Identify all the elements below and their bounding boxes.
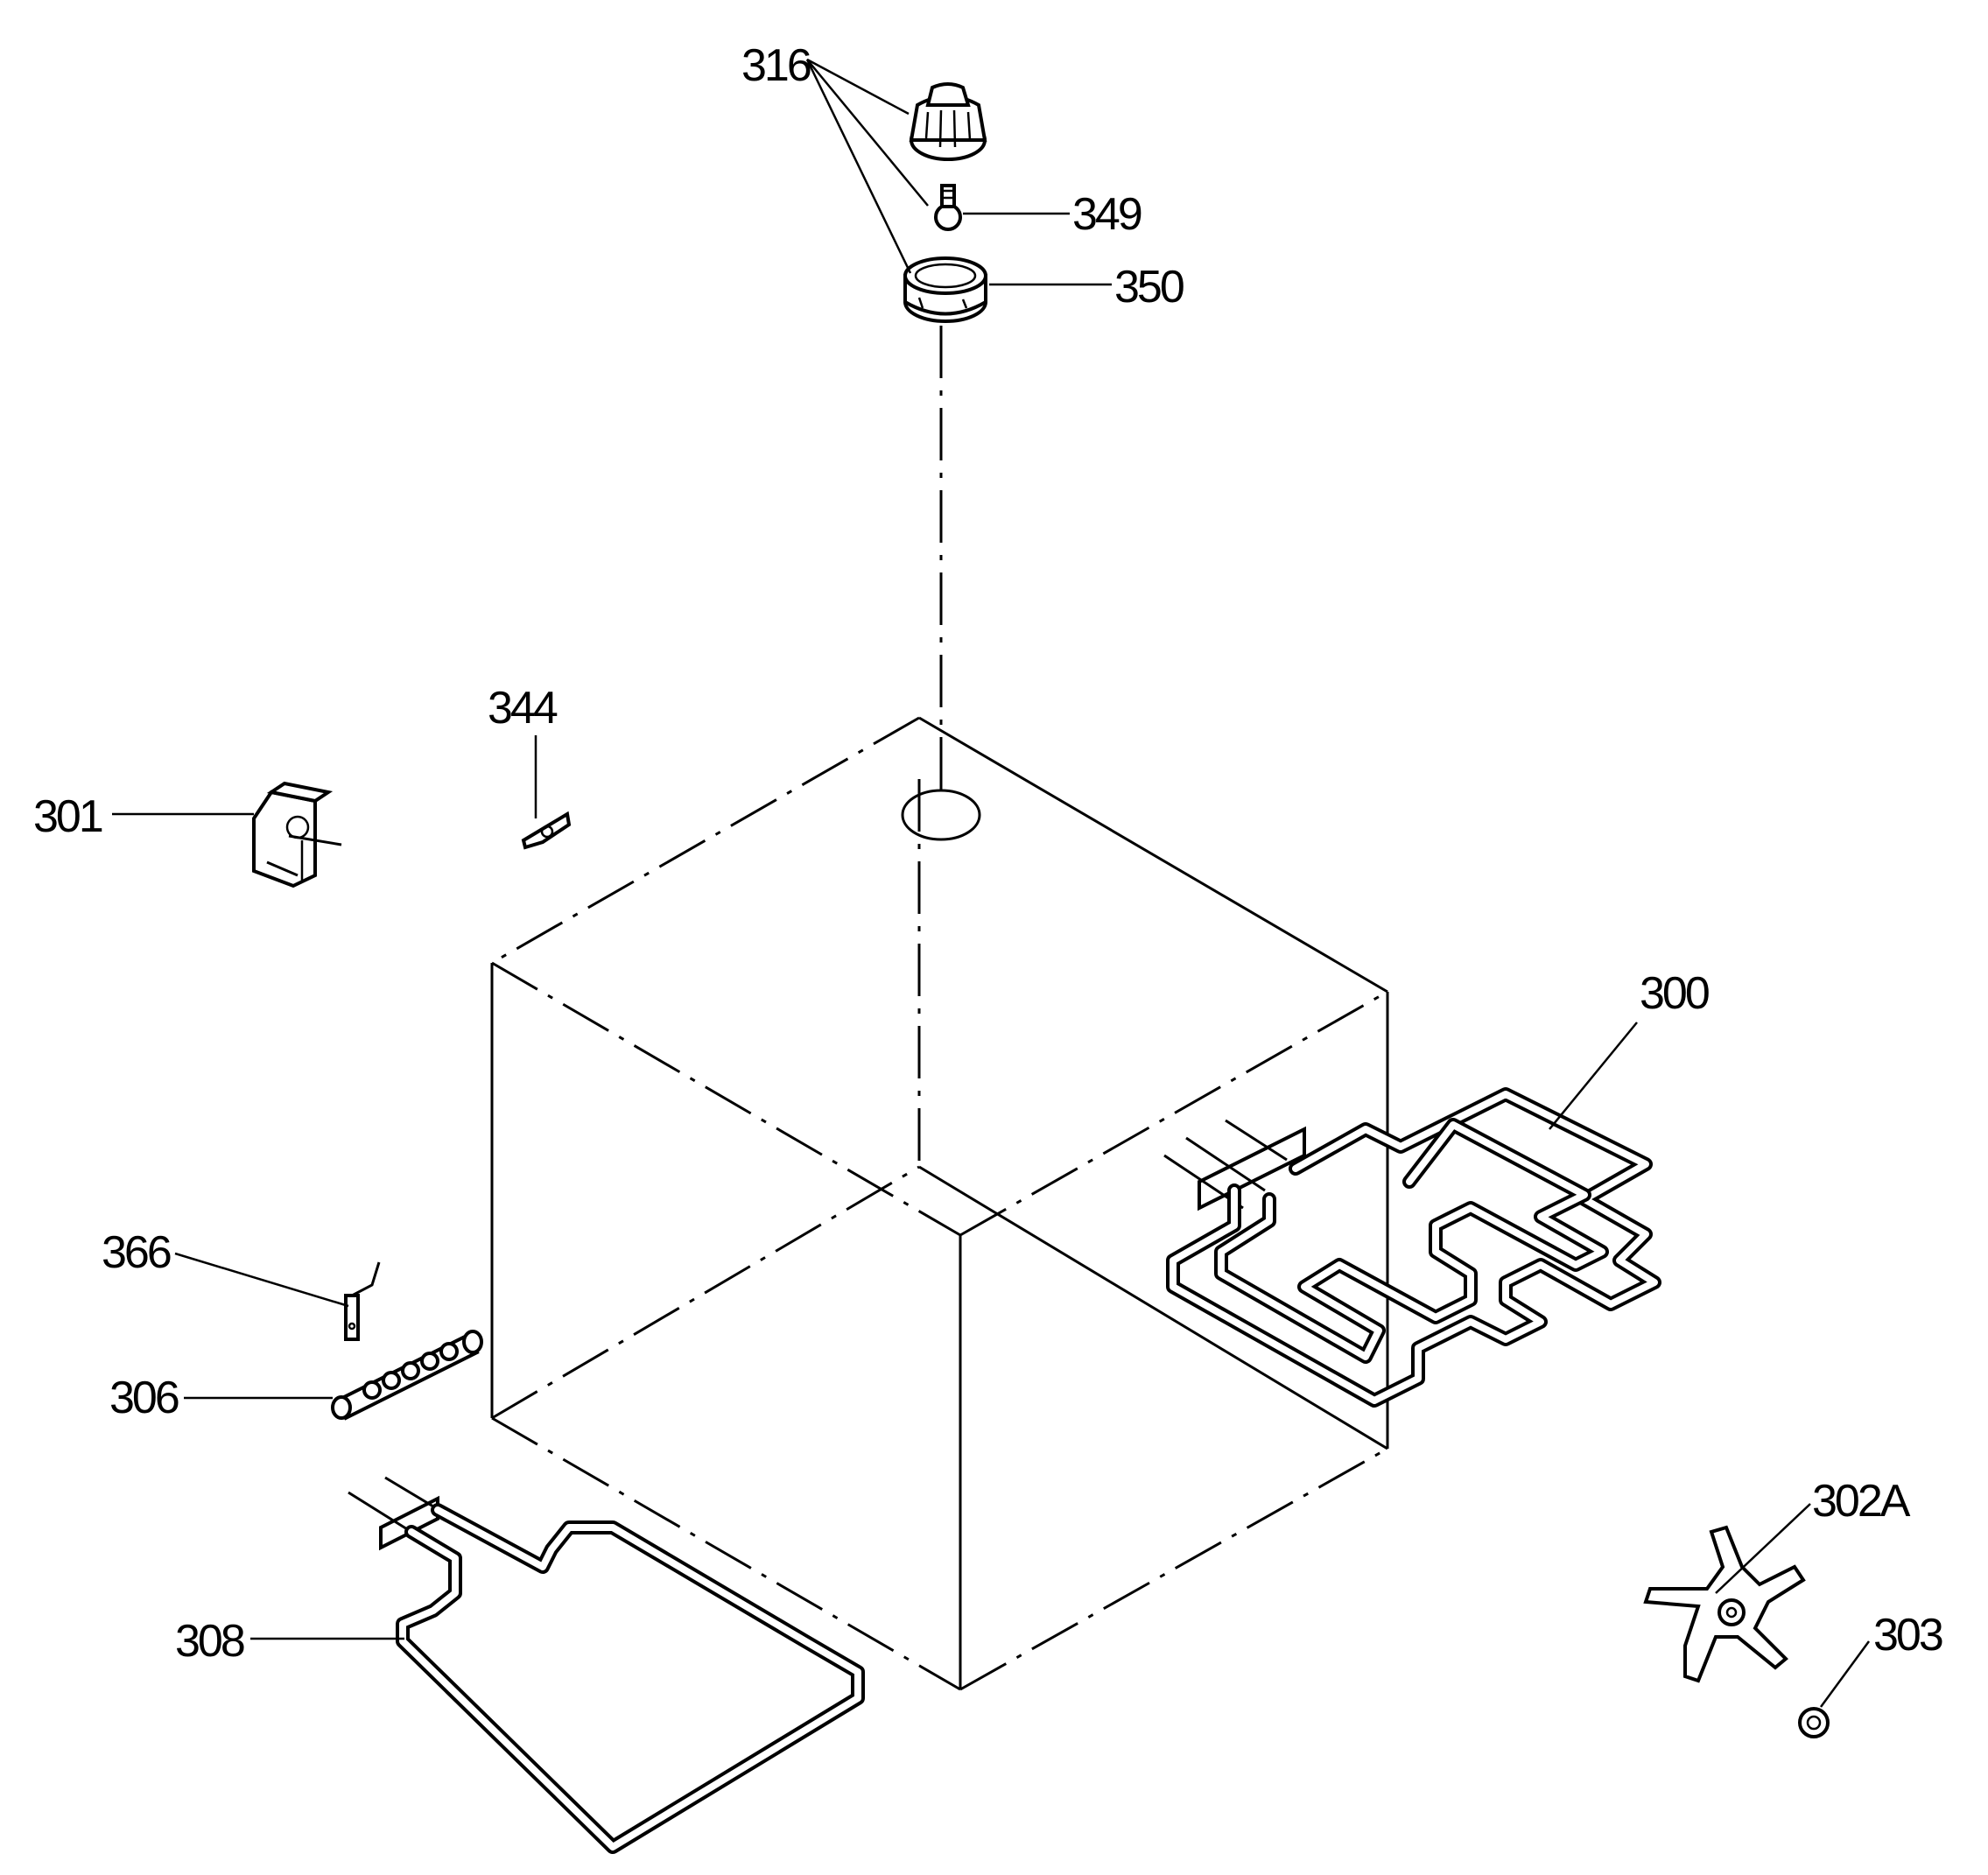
oven-cavity-box	[490, 716, 1389, 1691]
callout-366: 366	[102, 1227, 171, 1278]
fan-impeller-part	[1643, 1525, 1806, 1683]
callout-349: 349	[1072, 189, 1142, 240]
thermostat-clip-part	[252, 781, 342, 888]
callout-300: 300	[1640, 968, 1709, 1019]
lamp-holder-part	[903, 256, 987, 323]
small-bracket-part	[521, 811, 572, 850]
top-heating-element-part	[1163, 1087, 1661, 1408]
lamp-cover-part	[909, 82, 987, 161]
bottom-heating-element-part	[348, 1476, 865, 1854]
callout-350: 350	[1114, 262, 1184, 312]
callout-303: 303	[1873, 1610, 1942, 1661]
leader-lines	[112, 58, 1871, 1708]
callout-labels: 316 349 350 344 301 300 366 306 302A 303…	[33, 40, 1945, 1667]
lamp-bulb-part	[934, 184, 962, 231]
callout-301: 301	[33, 791, 102, 842]
terminal-block-part	[331, 1330, 483, 1421]
fan-nut-part	[1798, 1707, 1830, 1738]
callout-308: 308	[175, 1616, 244, 1667]
callout-316: 316	[741, 40, 811, 91]
callout-306: 306	[109, 1373, 179, 1423]
callout-302A: 302A	[1812, 1476, 1911, 1527]
callout-344: 344	[488, 683, 558, 734]
pin-part	[344, 1261, 381, 1341]
